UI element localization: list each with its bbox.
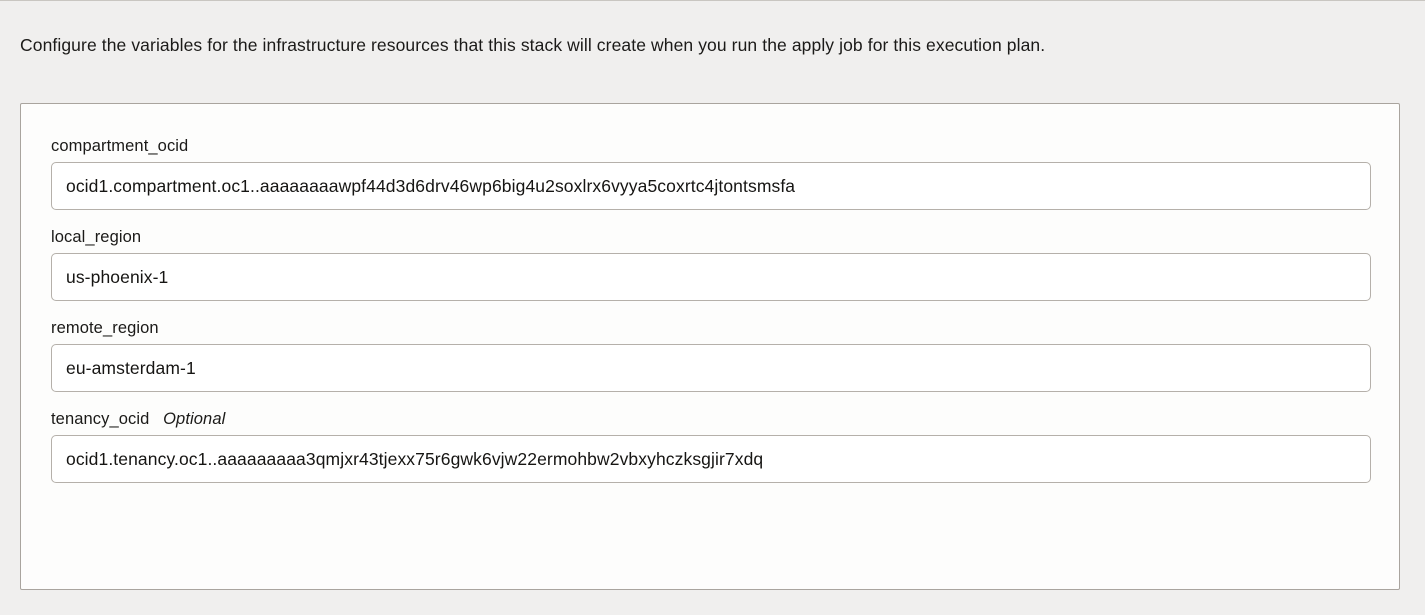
- field-label-local-region: local_region: [51, 227, 1369, 247]
- variables-card: compartment_ocid local_region remote_reg…: [20, 103, 1400, 590]
- field-local-region: local_region: [51, 227, 1371, 301]
- input-local-region[interactable]: [51, 253, 1371, 301]
- input-compartment-ocid[interactable]: [51, 162, 1371, 210]
- field-label-text: tenancy_ocid: [51, 410, 150, 428]
- optional-badge: Optional: [163, 410, 226, 428]
- page-description: Configure the variables for the infrastr…: [20, 35, 1046, 55]
- input-tenancy-ocid[interactable]: [51, 435, 1371, 483]
- field-remote-region: remote_region: [51, 318, 1371, 392]
- field-compartment-ocid: compartment_ocid: [51, 136, 1371, 210]
- field-label-tenancy-ocid: tenancy_ocid Optional: [51, 409, 1369, 429]
- field-label-remote-region: remote_region: [51, 318, 1369, 338]
- field-label-text: compartment_ocid: [51, 137, 189, 155]
- field-tenancy-ocid: tenancy_ocid Optional: [51, 409, 1371, 483]
- field-label-text: local_region: [51, 228, 142, 246]
- input-remote-region[interactable]: [51, 344, 1371, 392]
- field-label-text: remote_region: [51, 319, 159, 337]
- variables-field-list: compartment_ocid local_region remote_reg…: [21, 104, 1399, 483]
- field-label-compartment-ocid: compartment_ocid: [51, 136, 1369, 156]
